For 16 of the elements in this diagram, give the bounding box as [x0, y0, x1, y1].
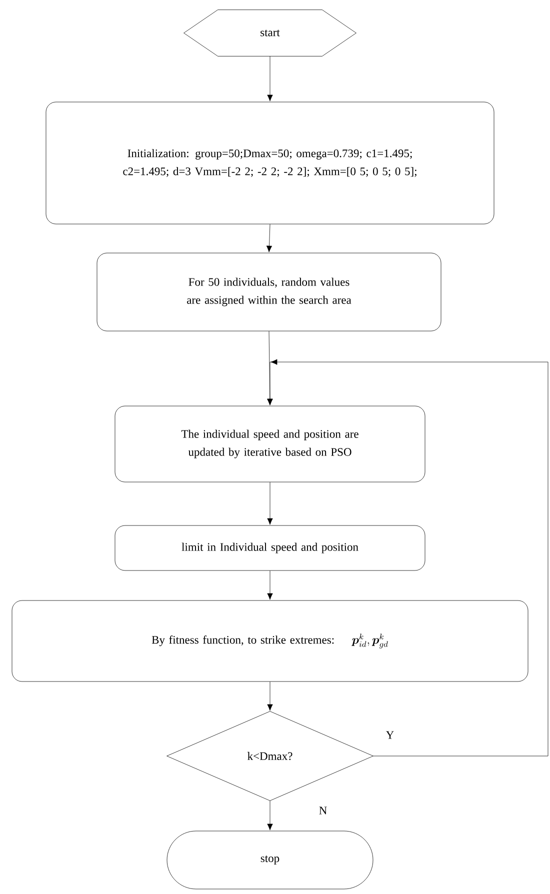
- terminal-box: stop: [166, 830, 374, 890]
- process-box: For 50 individuals, random values are assigned within the search area: [96, 252, 442, 332]
- edge-label: Y: [384, 730, 396, 740]
- process-box: The individual speed and position are updated by iterative based on PSO: [114, 406, 426, 482]
- edge-label: N: [318, 806, 328, 816]
- arrow: [267, 800, 273, 830]
- start-hexagon: start: [184, 10, 356, 56]
- process-box: limit in Individual speed and position: [114, 525, 426, 571]
- process-box: Initialization: group=50;Dmax=50; omega=0.739; c1=1.495; c2=1.495; d=3 Vmm=[-2 2; -2 2; -2 2]; Xmm=[0 5; 0 5; 0 5];: [46, 102, 494, 224]
- arrow: [267, 570, 273, 600]
- arrow: [267, 56, 273, 102]
- arrow: [267, 359, 548, 756]
- process-box: By fitness function, to strike extremes: $\boldsymbol{p}_{id}^{k}, \boldsymbol{p}_{gd}^{k}$: [12, 600, 528, 682]
- arrow: [267, 482, 273, 525]
- arrow: [267, 682, 273, 711]
- arrow: [266, 224, 272, 252]
